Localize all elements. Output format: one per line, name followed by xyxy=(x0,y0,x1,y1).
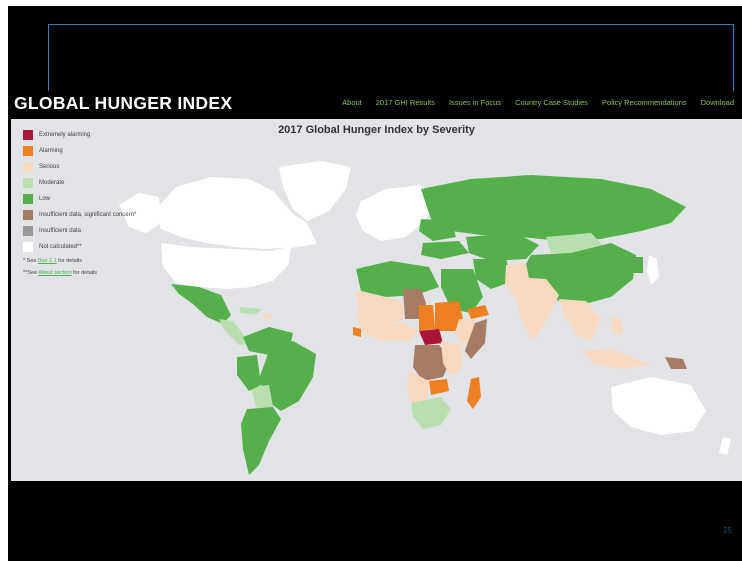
note-suffix: for details xyxy=(71,270,97,276)
region-bolivia[interactable] xyxy=(251,385,273,411)
box-link[interactable]: Box 2.1 xyxy=(37,258,57,264)
region-peru[interactable] xyxy=(237,355,261,391)
legend-swatch xyxy=(23,162,33,172)
legend-swatch xyxy=(23,178,33,188)
legend-label: Serious xyxy=(39,164,60,170)
region-west-africa[interactable] xyxy=(356,315,419,341)
region-car[interactable] xyxy=(419,329,443,345)
legend-label: Insufficient data xyxy=(39,228,81,234)
nav-ghi-results[interactable]: 2017 GHI Results xyxy=(375,98,435,107)
region-east-africa[interactable] xyxy=(441,341,463,377)
region-chad[interactable] xyxy=(419,305,435,331)
region-europe xyxy=(356,185,436,241)
legend-label: Insufficient data, significant concern* xyxy=(39,212,137,218)
region-new-zealand xyxy=(719,437,731,455)
legend-item-insufficient-data-concern: Insufficient data, significant concern* xyxy=(23,207,136,223)
legend-item-insufficient-data: Insufficient data xyxy=(23,223,136,239)
slide-title-placeholder xyxy=(48,24,734,92)
region-australia xyxy=(611,377,706,435)
region-sudan[interactable] xyxy=(435,301,463,331)
region-kazakhstan[interactable] xyxy=(466,233,539,261)
region-mexico[interactable] xyxy=(171,284,231,324)
region-angola[interactable] xyxy=(407,371,429,405)
nav-country-case-studies[interactable]: Country Case Studies xyxy=(515,98,589,107)
region-japan xyxy=(647,255,659,285)
region-turkey-caucasus[interactable] xyxy=(421,241,469,259)
region-korea[interactable] xyxy=(631,257,643,273)
legend-item-extremely-alarming: Extremely alarming xyxy=(23,127,136,143)
legend-swatch xyxy=(23,194,33,204)
region-mauritania-mali[interactable] xyxy=(356,291,403,325)
note-prefix: * See xyxy=(23,258,38,264)
region-drc[interactable] xyxy=(413,345,451,381)
region-india[interactable] xyxy=(516,277,559,341)
region-sierra-leone[interactable] xyxy=(353,327,361,337)
nav-issues-in-focus[interactable]: Issues in Focus xyxy=(448,98,502,107)
brand-logo[interactable]: GLOBAL HUNGER INDEX xyxy=(14,93,233,113)
map-title: 2017 Global Hunger Index by Severity xyxy=(278,124,475,136)
legend-note-about: **See About section for details xyxy=(23,270,136,279)
region-north-africa[interactable] xyxy=(356,261,439,297)
region-central-america[interactable] xyxy=(219,319,249,345)
legend-swatch xyxy=(23,226,33,236)
legend-swatch xyxy=(23,242,33,252)
legend-label: Low xyxy=(39,196,51,202)
region-philippines[interactable] xyxy=(611,317,623,335)
legend-swatch xyxy=(23,210,33,220)
legend-label: Moderate xyxy=(39,180,65,186)
map-panel: 2017 Global Hunger Index by Severity Ext… xyxy=(11,119,742,481)
region-brazil[interactable] xyxy=(259,341,316,411)
legend-item-low: Low xyxy=(23,191,136,207)
nav-download[interactable]: Download xyxy=(700,98,734,107)
legend-swatch xyxy=(23,130,33,140)
nav-about[interactable]: About xyxy=(342,98,362,107)
legend-label: Extremely alarming xyxy=(39,132,91,138)
legend-swatch xyxy=(23,146,33,156)
region-southeast-asia[interactable] xyxy=(559,299,601,341)
page-number: 25 xyxy=(723,526,732,535)
legend-note-box: * See Box 2.1 for details xyxy=(23,258,136,267)
region-yemen[interactable] xyxy=(467,305,489,319)
region-argentina-chile[interactable] xyxy=(241,407,281,475)
legend-item-not-calculated: Not calculated** xyxy=(23,239,136,255)
region-ukraine-belarus[interactable] xyxy=(419,219,456,241)
region-cuba[interactable] xyxy=(239,307,261,314)
legend-label: Alarming xyxy=(39,148,63,154)
region-usa[interactable] xyxy=(161,243,291,289)
site-header: GLOBAL HUNGER INDEX About 2017 GHI Resul… xyxy=(8,91,742,119)
about-section-link[interactable]: About section xyxy=(38,270,72,276)
world-map xyxy=(119,161,731,475)
legend-item-moderate: Moderate xyxy=(23,175,136,191)
region-russia[interactable] xyxy=(421,175,686,241)
region-greenland[interactable] xyxy=(279,161,351,221)
region-alaska[interactable] xyxy=(119,193,161,233)
region-southern-africa[interactable] xyxy=(411,397,451,429)
main-nav: About 2017 GHI Results Issues in Focus C… xyxy=(342,98,734,107)
region-papua-new-guinea[interactable] xyxy=(665,357,687,369)
region-madagascar[interactable] xyxy=(467,377,481,409)
nav-policy-recommendations[interactable]: Policy Recommendations xyxy=(602,98,687,107)
legend-item-alarming: Alarming xyxy=(23,143,136,159)
region-iran[interactable] xyxy=(473,259,513,289)
region-indonesia[interactable] xyxy=(581,349,651,369)
region-haiti[interactable] xyxy=(263,314,271,319)
note-suffix: for details xyxy=(56,258,83,264)
note-prefix: **See xyxy=(23,270,39,276)
region-zambia[interactable] xyxy=(429,379,449,395)
region-canada[interactable] xyxy=(156,177,317,249)
slide: GLOBAL HUNGER INDEX About 2017 GHI Resul… xyxy=(8,6,742,561)
legend-item-serious: Serious xyxy=(23,159,136,175)
map-legend: Extremely alarming Alarming Serious Mode… xyxy=(23,127,136,279)
region-somalia[interactable] xyxy=(465,319,487,359)
legend-label: Not calculated** xyxy=(39,244,82,250)
